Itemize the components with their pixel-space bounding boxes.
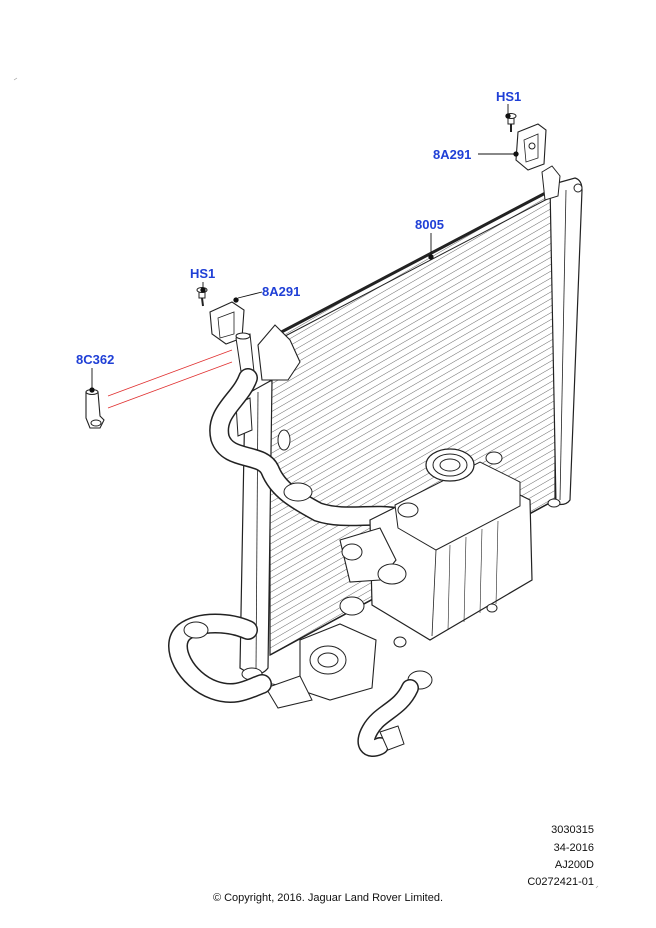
copyright-notice: © Copyright, 2016. Jaguar Land Rover Lim…	[212, 892, 444, 904]
ref-number: 3030315	[551, 824, 594, 836]
callout-8c362[interactable]: 8C362	[76, 352, 115, 367]
callout-8a291-top[interactable]: 8A291	[433, 147, 472, 162]
callout-hs1-left[interactable]: HS1	[190, 266, 216, 281]
coolant-pump	[265, 527, 433, 709]
bracket-8a291-top	[515, 123, 547, 171]
callout-leaders	[89, 104, 519, 393]
bleed-connector	[235, 332, 255, 379]
corner-marks	[13, 77, 599, 889]
ref-illustration-id: C0272421-01	[527, 876, 594, 888]
hose-leader-lines	[107, 349, 233, 409]
radiator-top-bracket	[541, 165, 583, 201]
charge-air-cooler	[369, 448, 533, 641]
ref-model-code: AJ200D	[554, 859, 594, 871]
callout-hs1-top[interactable]: HS1	[496, 89, 522, 104]
callout-8a291-left[interactable]: 8A291	[262, 284, 301, 299]
ref-date-code: 34-2016	[553, 842, 594, 854]
callout-8005[interactable]: 8005	[415, 217, 444, 232]
lower-coolant-hoses	[168, 613, 419, 757]
radiator-right-tank	[547, 177, 583, 508]
hose-8c362	[85, 389, 105, 429]
